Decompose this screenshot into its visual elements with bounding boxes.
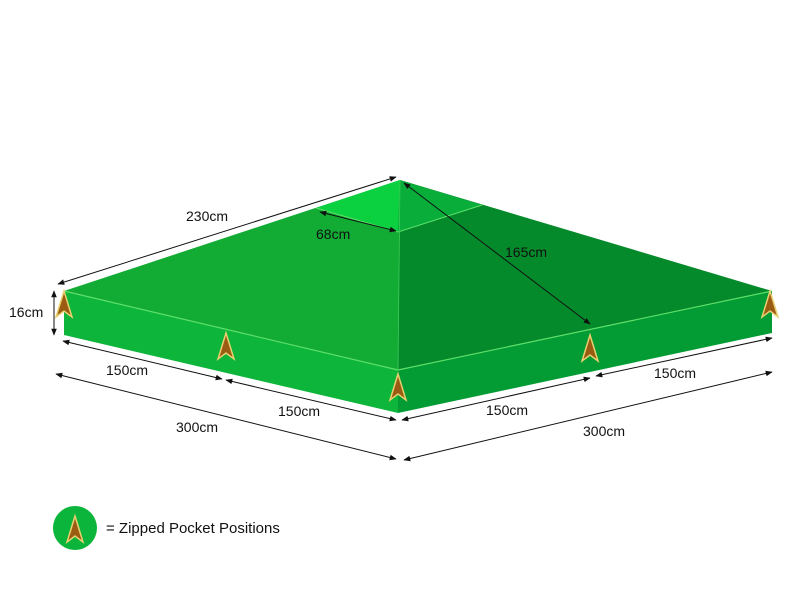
label-left-half-a: 150cm [106,362,149,378]
label-left-total: 300cm [176,419,219,435]
dim-cap-width [319,210,397,233]
dim-right-half-b [595,336,773,378]
label-left-half-b: 150cm [278,403,321,419]
label-right-half-a: 150cm [486,402,529,418]
dim-top-length [57,176,397,285]
dim-right-total [403,370,773,462]
dim-left-half-a [62,339,223,381]
label-slope: 165cm [505,244,548,260]
label-right-total: 300cm [583,423,626,439]
label-top-length: 230cm [186,208,229,224]
legend-text: = Zipped Pocket Positions [106,520,280,537]
dim-slope [403,182,591,325]
dim-left-total [55,372,397,461]
label-right-half-b: 150cm [654,365,697,381]
label-cap-width: 68cm [316,226,351,242]
label-height: 16cm [9,304,44,320]
